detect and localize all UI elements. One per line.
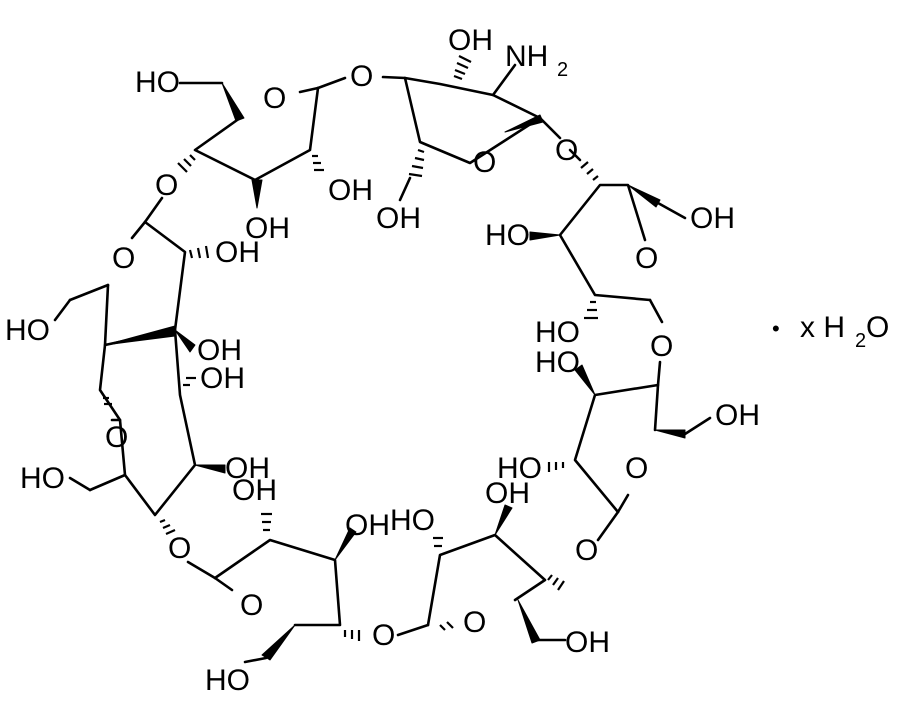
hashed-bond [159,518,176,536]
hashed-bond [547,574,565,591]
hashed-bond [439,621,454,631]
hydrate-dot: • [772,316,780,341]
ring-oxygen-label: O [463,606,486,639]
hashed-bond [312,154,324,172]
glycosidic-oxygen-label: O [350,60,373,93]
glucose-unit-bottom-right: HO OH O OH [390,477,610,659]
oh-label: OH [245,212,290,245]
amine-subscript: 2 [557,59,568,81]
oh-label: OH [345,509,390,542]
hashed-bond [580,161,599,181]
ho-label: HO [497,452,542,485]
ho-label: HO [5,314,50,347]
oh-label: OH [197,334,242,367]
oh-label: OH [690,202,735,235]
hashed-bond [453,55,472,81]
ring-oxygen-label: O [473,146,496,179]
oh-label: OH [328,174,373,207]
ho-label: HO [535,316,580,349]
ho-label: HO [20,462,65,495]
oh-label: OH [232,474,277,507]
oh-label: OH [215,236,260,269]
oh-label: OH [200,362,245,395]
hydrate-notation: • x H 2 O [772,311,889,352]
hashed-bond [177,154,196,173]
glycosidic-oxygen-label: O [372,619,395,652]
hashed-bond [547,462,565,472]
glucose-unit-right-upper: O HO O OH HO [485,134,735,349]
glucose-unit-bottom-left: OH OH O HO [205,474,390,697]
hashed-bond [343,630,361,641]
hashed-bond [183,376,196,387]
hashed-bond [261,512,272,532]
hashed-bond [103,396,112,406]
hashed-bond [433,536,443,548]
ring-oxygen-label: O [635,242,658,275]
amine-label: NH [505,40,548,73]
hashed-bond [584,300,598,320]
glucose-unit-left-lower: OH O OH HO [20,328,270,517]
ho-label: HO [205,664,250,697]
oh-label: OH [565,626,610,659]
ho-label: HO [485,219,530,252]
oh-label: OH [376,202,421,235]
glucose-unit-top-left: HO O OH OH [135,66,373,245]
ho-label: HO [135,66,180,99]
ring-oxygen-label: O [105,421,128,454]
ring-oxygen-label: O [625,452,648,485]
oh-label: OH [715,399,760,432]
hydrate-prefix: x H [800,311,845,344]
oh-label: OH [225,452,270,485]
hashed-bond [188,245,210,259]
oh-label: OH [485,477,530,510]
ring-oxygen-label: O [112,242,135,275]
ring-oxygen-label: O [263,82,286,115]
glucose-unit-left-upper: O OH HO OH [5,220,260,367]
glucose-unit-top-amino: OH NH 2 O OH [376,24,568,235]
glycosidic-oxygen-label: O [555,134,578,167]
ring-oxygen-label: O [240,589,263,622]
hashed-bond [408,148,425,178]
glycosidic-oxygen-label: O [155,169,178,202]
ho-label: HO [535,346,580,379]
glycosidic-oxygen-label: O [168,532,191,565]
ho-label: HO [390,504,435,537]
oh-label: OH [448,24,493,57]
hydrate-suffix: O [866,311,889,344]
hydrate-subscript: 2 [855,330,866,352]
glycosidic-oxygen-label: O [650,330,673,363]
glycosidic-oxygen-label: O [575,534,598,567]
glucose-unit-right-lower: HO HO O OH [497,346,760,514]
